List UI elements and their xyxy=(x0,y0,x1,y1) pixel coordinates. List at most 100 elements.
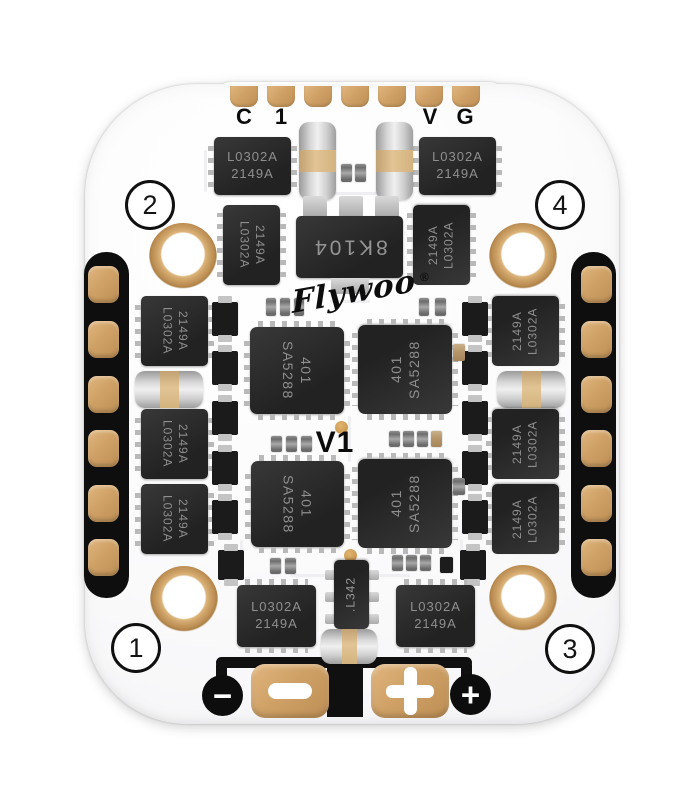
driver-ic-left-3: L0302A 2149A xyxy=(135,484,214,554)
pin-label-1: 1 xyxy=(274,104,288,129)
small-capacitor xyxy=(435,298,446,316)
ic-leg xyxy=(339,196,363,217)
small-capacitor xyxy=(301,436,312,452)
ic-marking: 401 xyxy=(298,490,315,518)
ic-marking: L0302A xyxy=(441,221,456,269)
chip-pins xyxy=(366,453,444,459)
driver-ic-left-1: L0302A 2149A xyxy=(135,296,214,366)
ic-marking: 401 xyxy=(387,355,404,384)
minus-symbol xyxy=(268,683,312,699)
chip-pins xyxy=(470,213,476,277)
fiducial-dot xyxy=(335,421,348,434)
chip-pins xyxy=(366,414,444,420)
small-capacitor xyxy=(403,431,414,447)
battery-pad-positive xyxy=(371,664,449,718)
power-trace xyxy=(216,660,227,686)
capacitor xyxy=(321,629,377,664)
negative-terminal-mark: − xyxy=(202,675,243,716)
ic-marking: 2149A xyxy=(509,499,524,539)
ic-leg xyxy=(375,196,399,217)
capacitor xyxy=(299,122,336,200)
battery-pad-negative xyxy=(251,664,329,718)
small-capacitor xyxy=(271,436,282,452)
ic-leg xyxy=(368,592,379,602)
pin-pad-4 xyxy=(341,86,369,107)
small-capacitor xyxy=(341,164,352,182)
capacitor-band xyxy=(376,150,413,172)
small-capacitor xyxy=(294,298,304,316)
mosfet-lower-right: SA5288 401 xyxy=(352,453,458,554)
ic-marking: L0302A xyxy=(410,599,461,615)
ic-marking: L0302A xyxy=(525,307,540,355)
chip-pins xyxy=(280,213,286,277)
capacitor-band xyxy=(299,150,336,172)
chip-pins xyxy=(217,213,223,277)
right-edge-pad xyxy=(581,321,612,358)
small-capacitor xyxy=(389,431,400,447)
ic-marking: L0302A xyxy=(227,149,278,165)
ic-marking: L0302A xyxy=(237,221,252,269)
chip-pins xyxy=(413,145,419,187)
transistor xyxy=(212,345,238,391)
transistor xyxy=(460,544,486,586)
transistor xyxy=(212,296,238,342)
ic-leg xyxy=(368,570,379,580)
ic-marking: SA5288 xyxy=(406,474,422,533)
pin-label-v: V xyxy=(422,104,438,129)
pin-pad-7 xyxy=(452,86,480,107)
pin-pad-6 xyxy=(415,86,443,107)
ic-marking: 2149A xyxy=(414,616,457,631)
chip-pins xyxy=(366,319,444,325)
transistor xyxy=(462,494,488,540)
small-capacitor xyxy=(419,298,429,316)
plus-symbol xyxy=(403,667,417,715)
chip-pins xyxy=(259,547,336,553)
capacitor xyxy=(497,371,565,408)
transistor xyxy=(462,345,488,391)
chip-pins xyxy=(259,455,336,461)
pcb-trace xyxy=(204,150,207,192)
ic-marking: 2149A xyxy=(255,616,298,631)
pin-pad-1 xyxy=(230,86,258,107)
ic-leg xyxy=(325,570,336,580)
chip-pins xyxy=(208,492,214,546)
driver-ic-right-3: L0302A 2149A xyxy=(486,484,565,554)
chip-pins xyxy=(135,417,141,471)
chip-pins xyxy=(344,335,350,406)
ic-marking: 401 xyxy=(298,356,315,385)
chip-pins xyxy=(366,548,444,554)
chip-pins xyxy=(496,145,502,187)
left-edge-pad xyxy=(88,266,119,303)
transistor xyxy=(462,445,488,491)
capacitor xyxy=(135,371,203,408)
corner-marker-1: 1 xyxy=(111,623,161,673)
ic-marking: 2149A xyxy=(509,311,524,351)
right-edge-pad xyxy=(581,430,612,467)
pin-pad-5 xyxy=(378,86,406,107)
small-capacitor xyxy=(453,478,465,495)
small-capacitor xyxy=(431,431,442,447)
ic-marking: 401 xyxy=(387,489,404,518)
chip-pins xyxy=(208,417,214,471)
chip-pins xyxy=(135,304,141,358)
pin-label-g: G xyxy=(456,104,474,129)
driver-ic-bottom-right: L0302A 2149A xyxy=(396,579,475,653)
ic-marking: 2149A xyxy=(231,166,274,181)
transistor xyxy=(218,544,244,586)
chip-pins xyxy=(258,321,336,327)
ic-marking: L0302A xyxy=(160,495,175,543)
corner-marker-2: 2 xyxy=(125,180,175,230)
chip-pins xyxy=(352,467,358,540)
mounting-hole-bottom-left xyxy=(150,566,218,634)
small-capacitor xyxy=(420,555,431,571)
small-capacitor xyxy=(285,558,296,574)
ic-marking: 2149A xyxy=(176,311,191,351)
ic-leg xyxy=(325,592,336,602)
transistor xyxy=(462,395,488,441)
ic-marking: L0302A xyxy=(525,420,540,468)
chip-pins xyxy=(245,469,251,539)
driver-ic-top-left: L0302A 2149A xyxy=(208,137,297,195)
right-edge-pad xyxy=(581,485,612,522)
small-capacitor xyxy=(266,298,276,316)
driver-ic-left-2: L0302A 2149A xyxy=(135,409,214,479)
